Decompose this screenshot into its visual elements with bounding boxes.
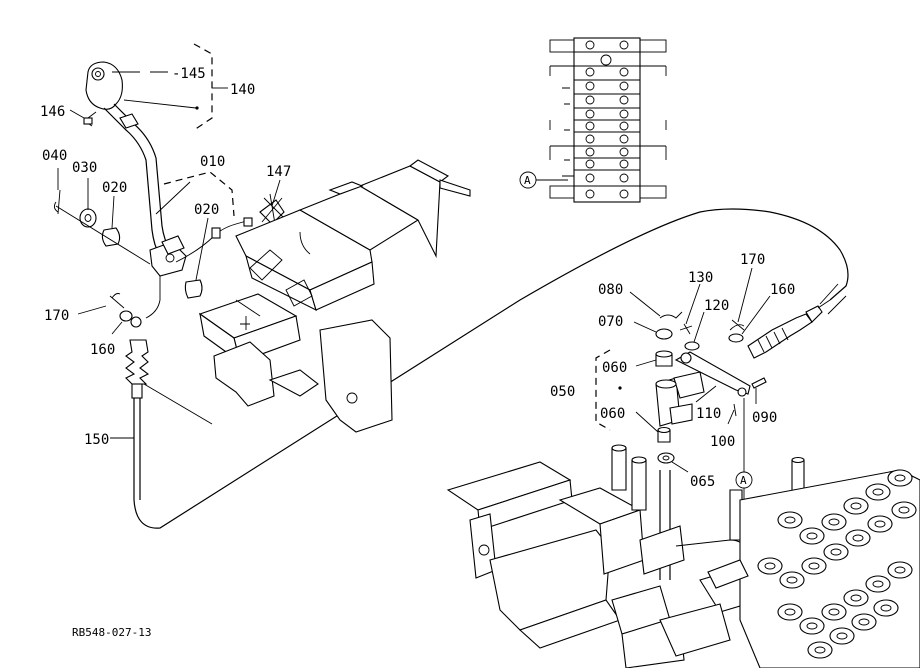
leader-lines — [57, 43, 771, 473]
label-080: 080 — [598, 282, 623, 298]
label-130: 130 — [688, 270, 713, 286]
label-146: 146 — [40, 104, 65, 120]
label-065: 065 — [690, 474, 715, 490]
shift-lever-assembly — [53, 61, 287, 328]
label-145: -145 — [172, 66, 206, 82]
part-labels: -145 140 146 040 030 020 010 020 147 170… — [40, 66, 795, 639]
linkage-assembly — [595, 299, 831, 580]
label-100: 100 — [710, 434, 735, 450]
control-cable — [125, 208, 849, 529]
valve-block-detail — [519, 37, 667, 203]
label-150: 150 — [84, 432, 109, 448]
label-140: 140 — [230, 82, 255, 98]
label-110: 110 — [696, 406, 721, 422]
label-120: 120 — [704, 298, 729, 314]
label-160a: 160 — [90, 342, 115, 358]
label-020b: 020 — [194, 202, 219, 218]
label-050: 050 — [550, 384, 575, 400]
label-090: 090 — [752, 410, 777, 426]
label-160b: 160 — [770, 282, 795, 298]
label-030: 030 — [72, 160, 97, 176]
label-060b: 060 — [600, 406, 625, 422]
label-170b: 170 — [740, 252, 765, 268]
label-040: 040 — [42, 148, 67, 164]
lever-bracket — [198, 159, 471, 433]
control-valve-bank — [707, 469, 920, 668]
label-147: 147 — [266, 164, 291, 180]
drawing-code: RB548-027-13 — [72, 626, 151, 639]
leader-line — [143, 383, 213, 425]
valve-block-rows — [549, 39, 667, 199]
label-010: 010 — [200, 154, 225, 170]
label-060a: 060 — [602, 360, 627, 376]
valve-spools — [757, 469, 917, 659]
ref-label-a1: A — [524, 174, 531, 187]
label-170a: 170 — [44, 308, 69, 324]
label-070: 070 — [598, 314, 623, 330]
ref-label-a2: A — [740, 474, 747, 487]
label-020a: 020 — [102, 180, 127, 196]
